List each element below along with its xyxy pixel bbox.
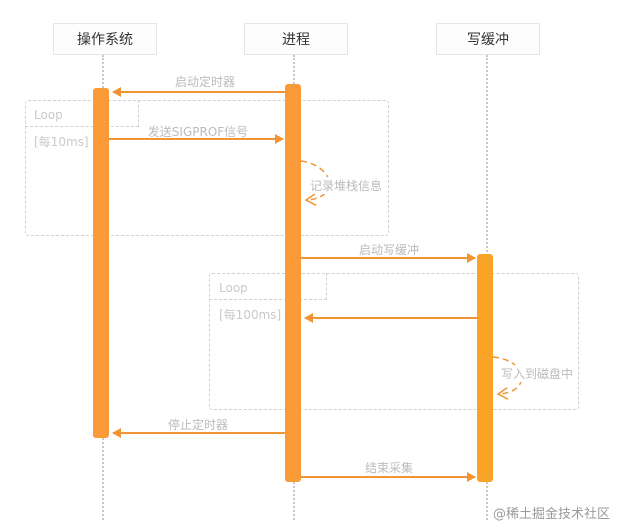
activation-buffer bbox=[477, 254, 493, 482]
label-send-sigprof: 发送SIGPROF信号 bbox=[147, 125, 249, 139]
loop-condition-inner: [每100ms] bbox=[219, 308, 282, 322]
loop-frame-outer bbox=[25, 100, 389, 236]
loop-condition-outer: [每10ms] bbox=[34, 135, 89, 149]
arrow-write-file-self bbox=[492, 356, 523, 394]
loop-frame-inner bbox=[209, 273, 579, 410]
loop-label-outer: Loop bbox=[34, 108, 63, 122]
label-record-stack: 记录堆栈信息 bbox=[308, 177, 384, 194]
activation-os bbox=[93, 88, 109, 438]
loop-tab-inner bbox=[209, 273, 327, 300]
arrow-record-stack-self bbox=[300, 160, 330, 200]
label-start-timer: 启动定时器 bbox=[174, 75, 236, 89]
label-start-write-buffer: 启动写缓冲 bbox=[358, 243, 420, 257]
loop-tab-outer bbox=[25, 100, 139, 127]
participant-buffer: 写缓冲 bbox=[436, 23, 540, 55]
participant-os: 操作系统 bbox=[53, 23, 157, 55]
watermark: @稀土掘金技术社区 bbox=[492, 507, 610, 522]
label-stop-timer: 停止定时器 bbox=[167, 418, 229, 432]
loop-label-inner: Loop bbox=[219, 281, 248, 295]
label-end-collect: 结束采集 bbox=[364, 461, 414, 475]
activation-process bbox=[285, 84, 301, 482]
label-write-file: 写入到磁盘中 bbox=[499, 365, 575, 382]
participant-process: 进程 bbox=[244, 23, 348, 55]
